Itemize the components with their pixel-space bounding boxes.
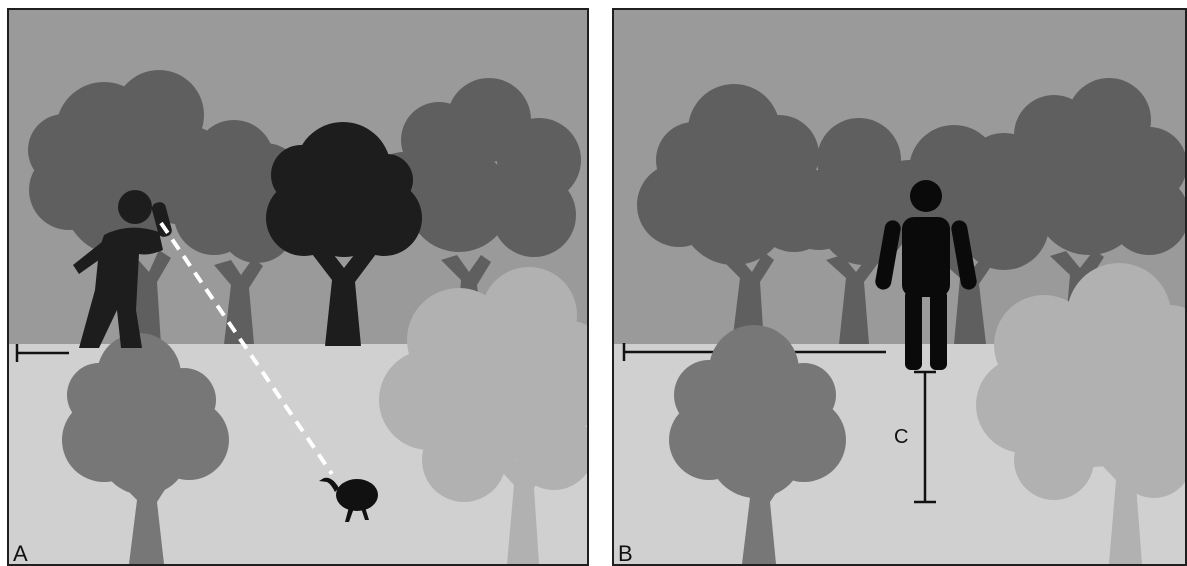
panel-label-a: A: [13, 542, 28, 566]
panel-label-b: B: [618, 542, 633, 566]
panel-b: C B: [612, 8, 1187, 566]
measure-label-c: C: [894, 427, 908, 447]
panel-a: A: [7, 8, 589, 566]
forest-scene-b: [614, 10, 1185, 564]
forest-scene-a: [9, 10, 587, 564]
